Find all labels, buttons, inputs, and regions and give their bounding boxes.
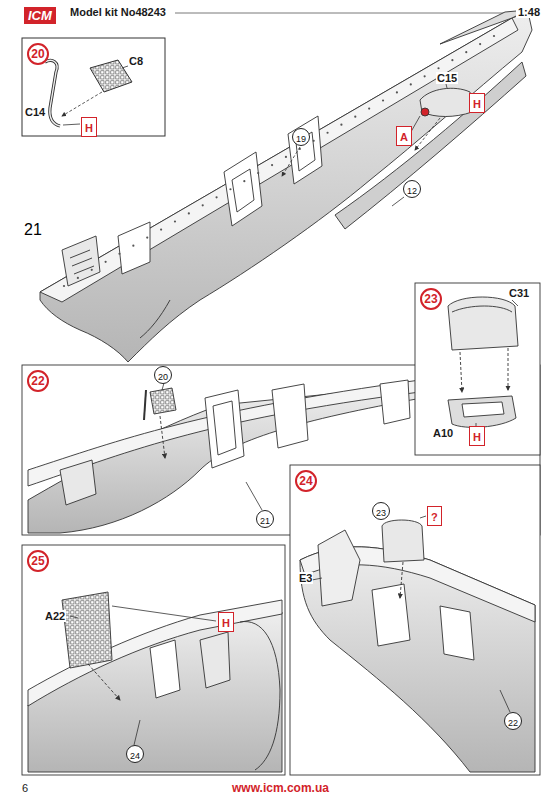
callout-text: 23 [376,508,386,518]
step-number: 20 [27,43,49,65]
callout-text: 22 [508,718,518,728]
step-number: 25 [27,550,49,572]
step-panel: 22 20 21 [22,365,540,535]
website: www.icm.com.ua [232,781,329,795]
step-number: 23 [420,288,442,310]
rim-hole [63,285,65,287]
callout-text: 20 [158,372,168,382]
callout-text: 21 [260,516,270,526]
rim-hole [396,91,398,93]
rim-hole [118,253,120,255]
color-callout: ? [427,506,442,526]
rim-hole [271,164,273,166]
rim-hole [105,261,107,263]
part-number: A22 [44,610,66,622]
callout-text: 21 [24,221,42,238]
color-callout: H [218,612,234,632]
rim-hole [465,51,467,53]
rim-hole [285,156,287,158]
callout-text: H [473,431,481,443]
rim-hole [160,228,162,230]
step-panel-23 [415,283,540,455]
rim-hole [202,204,204,206]
rim-hole [313,140,315,142]
color-callout: H [81,117,97,137]
callout-number: 19 [292,128,310,146]
scale: 1:48 [516,6,542,18]
callout-number: 12 [403,180,421,198]
brand-logo: ICM [24,7,56,24]
kit-number: Model kit No48243 [68,6,168,18]
rim-hole [257,172,259,174]
callout-number: 23 [372,502,390,520]
part-number: E3 [298,572,313,584]
callout-text: A [400,131,408,143]
rim-hole [174,220,176,222]
callout-text: H [85,122,93,134]
rim-hole [215,196,217,198]
step-panel: 24 23? 22 [290,465,540,775]
step-number-circle: 21 [24,221,50,247]
callout-text: H [222,617,230,629]
color-callout: H [469,93,485,113]
rim-hole [424,75,426,77]
rim-hole [451,59,453,61]
part-number: A10 [432,427,454,439]
rim-hole [188,212,190,214]
callout-text: 12 [407,186,417,196]
rim-hole [326,132,328,134]
part-number: C14 [24,106,46,118]
callout-number: 24 [126,745,144,763]
step-number: 22 [27,370,49,392]
part-number: C15 [436,72,458,84]
rim-hole [340,124,342,126]
part-number: C31 [508,287,530,299]
callout-number: 22 [504,712,522,730]
rim-hole [354,116,356,118]
callout-number: 21 [256,510,274,528]
step-panel-25 [22,545,285,775]
rim-hole [437,67,439,69]
step-panel-20 [22,38,165,136]
callout-text: H [473,98,481,110]
step-panel: 20H [22,38,165,136]
rim-hole [132,245,134,247]
callout-number: 20 [154,366,172,384]
rim-hole [91,269,93,271]
callout-text: ? [431,511,438,523]
rim-hole [77,277,79,279]
fuselage-half [40,10,532,362]
callout-text: 19 [296,134,306,144]
header-rule [175,13,512,14]
rim-hole [243,180,245,182]
step-panel: 25H 24 [22,545,285,775]
rim-hole [382,99,384,101]
color-callout: A [396,126,412,146]
part-number: C8 [128,55,144,67]
step-panel-24 [290,465,540,775]
step-number: 24 [295,470,317,492]
rim-hole [410,83,412,85]
callout-text: 24 [130,751,140,761]
color-callout: H [469,426,485,446]
page-number: 6 [22,782,28,794]
rim-hole [479,43,481,45]
cowl-part [420,88,472,116]
rim-hole [146,237,148,239]
rim-hole [229,188,231,190]
rim-hole [368,107,370,109]
rim-hole [493,35,495,37]
